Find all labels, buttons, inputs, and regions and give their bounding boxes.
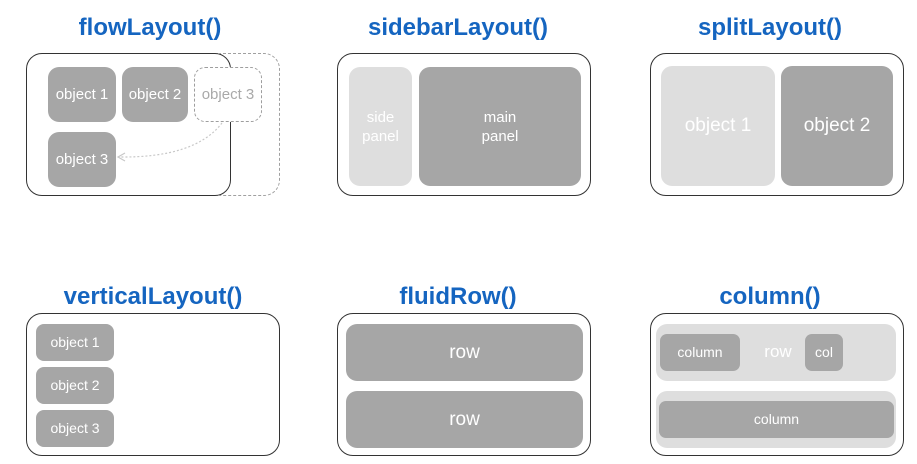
sidebar-side-panel: side panel — [349, 67, 412, 186]
main-panel-label-line2: panel — [481, 127, 519, 145]
sidebar-main-panel: main panel — [419, 67, 581, 186]
fluid-row-title: fluidRow() — [399, 283, 517, 310]
side-panel-label-line1: side — [366, 108, 395, 126]
vertical-layout-title: verticalLayout() — [63, 283, 243, 310]
flow-object-1: object 1 — [48, 67, 116, 122]
vertical-object-3: object 3 — [36, 410, 114, 447]
fluid-row-1: row — [346, 324, 583, 381]
main-panel-label-line1: main — [483, 108, 517, 126]
flow-object-2: object 2 — [122, 67, 188, 122]
sidebar-layout-title: sidebarLayout() — [367, 14, 549, 41]
flow-layout-title: flowLayout() — [78, 14, 222, 41]
flow-layout-overflow-frame — [218, 53, 280, 196]
side-panel-label-line2: panel — [362, 127, 399, 145]
fluid-row-2: row — [346, 391, 583, 448]
column-box-1: column — [660, 334, 740, 371]
flow-object-3-ghost: object 3 — [194, 67, 262, 122]
column-row-label: row — [764, 342, 792, 361]
column-col-box: col — [805, 334, 843, 371]
split-object-1: object 1 — [661, 66, 775, 186]
column-title: column() — [719, 283, 821, 310]
vertical-object-2: object 2 — [36, 367, 114, 404]
split-object-2: object 2 — [781, 66, 893, 186]
split-layout-title: splitLayout() — [698, 14, 842, 41]
vertical-object-1: object 1 — [36, 324, 114, 361]
flow-object-3: object 3 — [48, 132, 116, 187]
column-box-2: column — [659, 401, 894, 438]
flow-layout-panel: flowLayout() — [0, 0, 300, 230]
